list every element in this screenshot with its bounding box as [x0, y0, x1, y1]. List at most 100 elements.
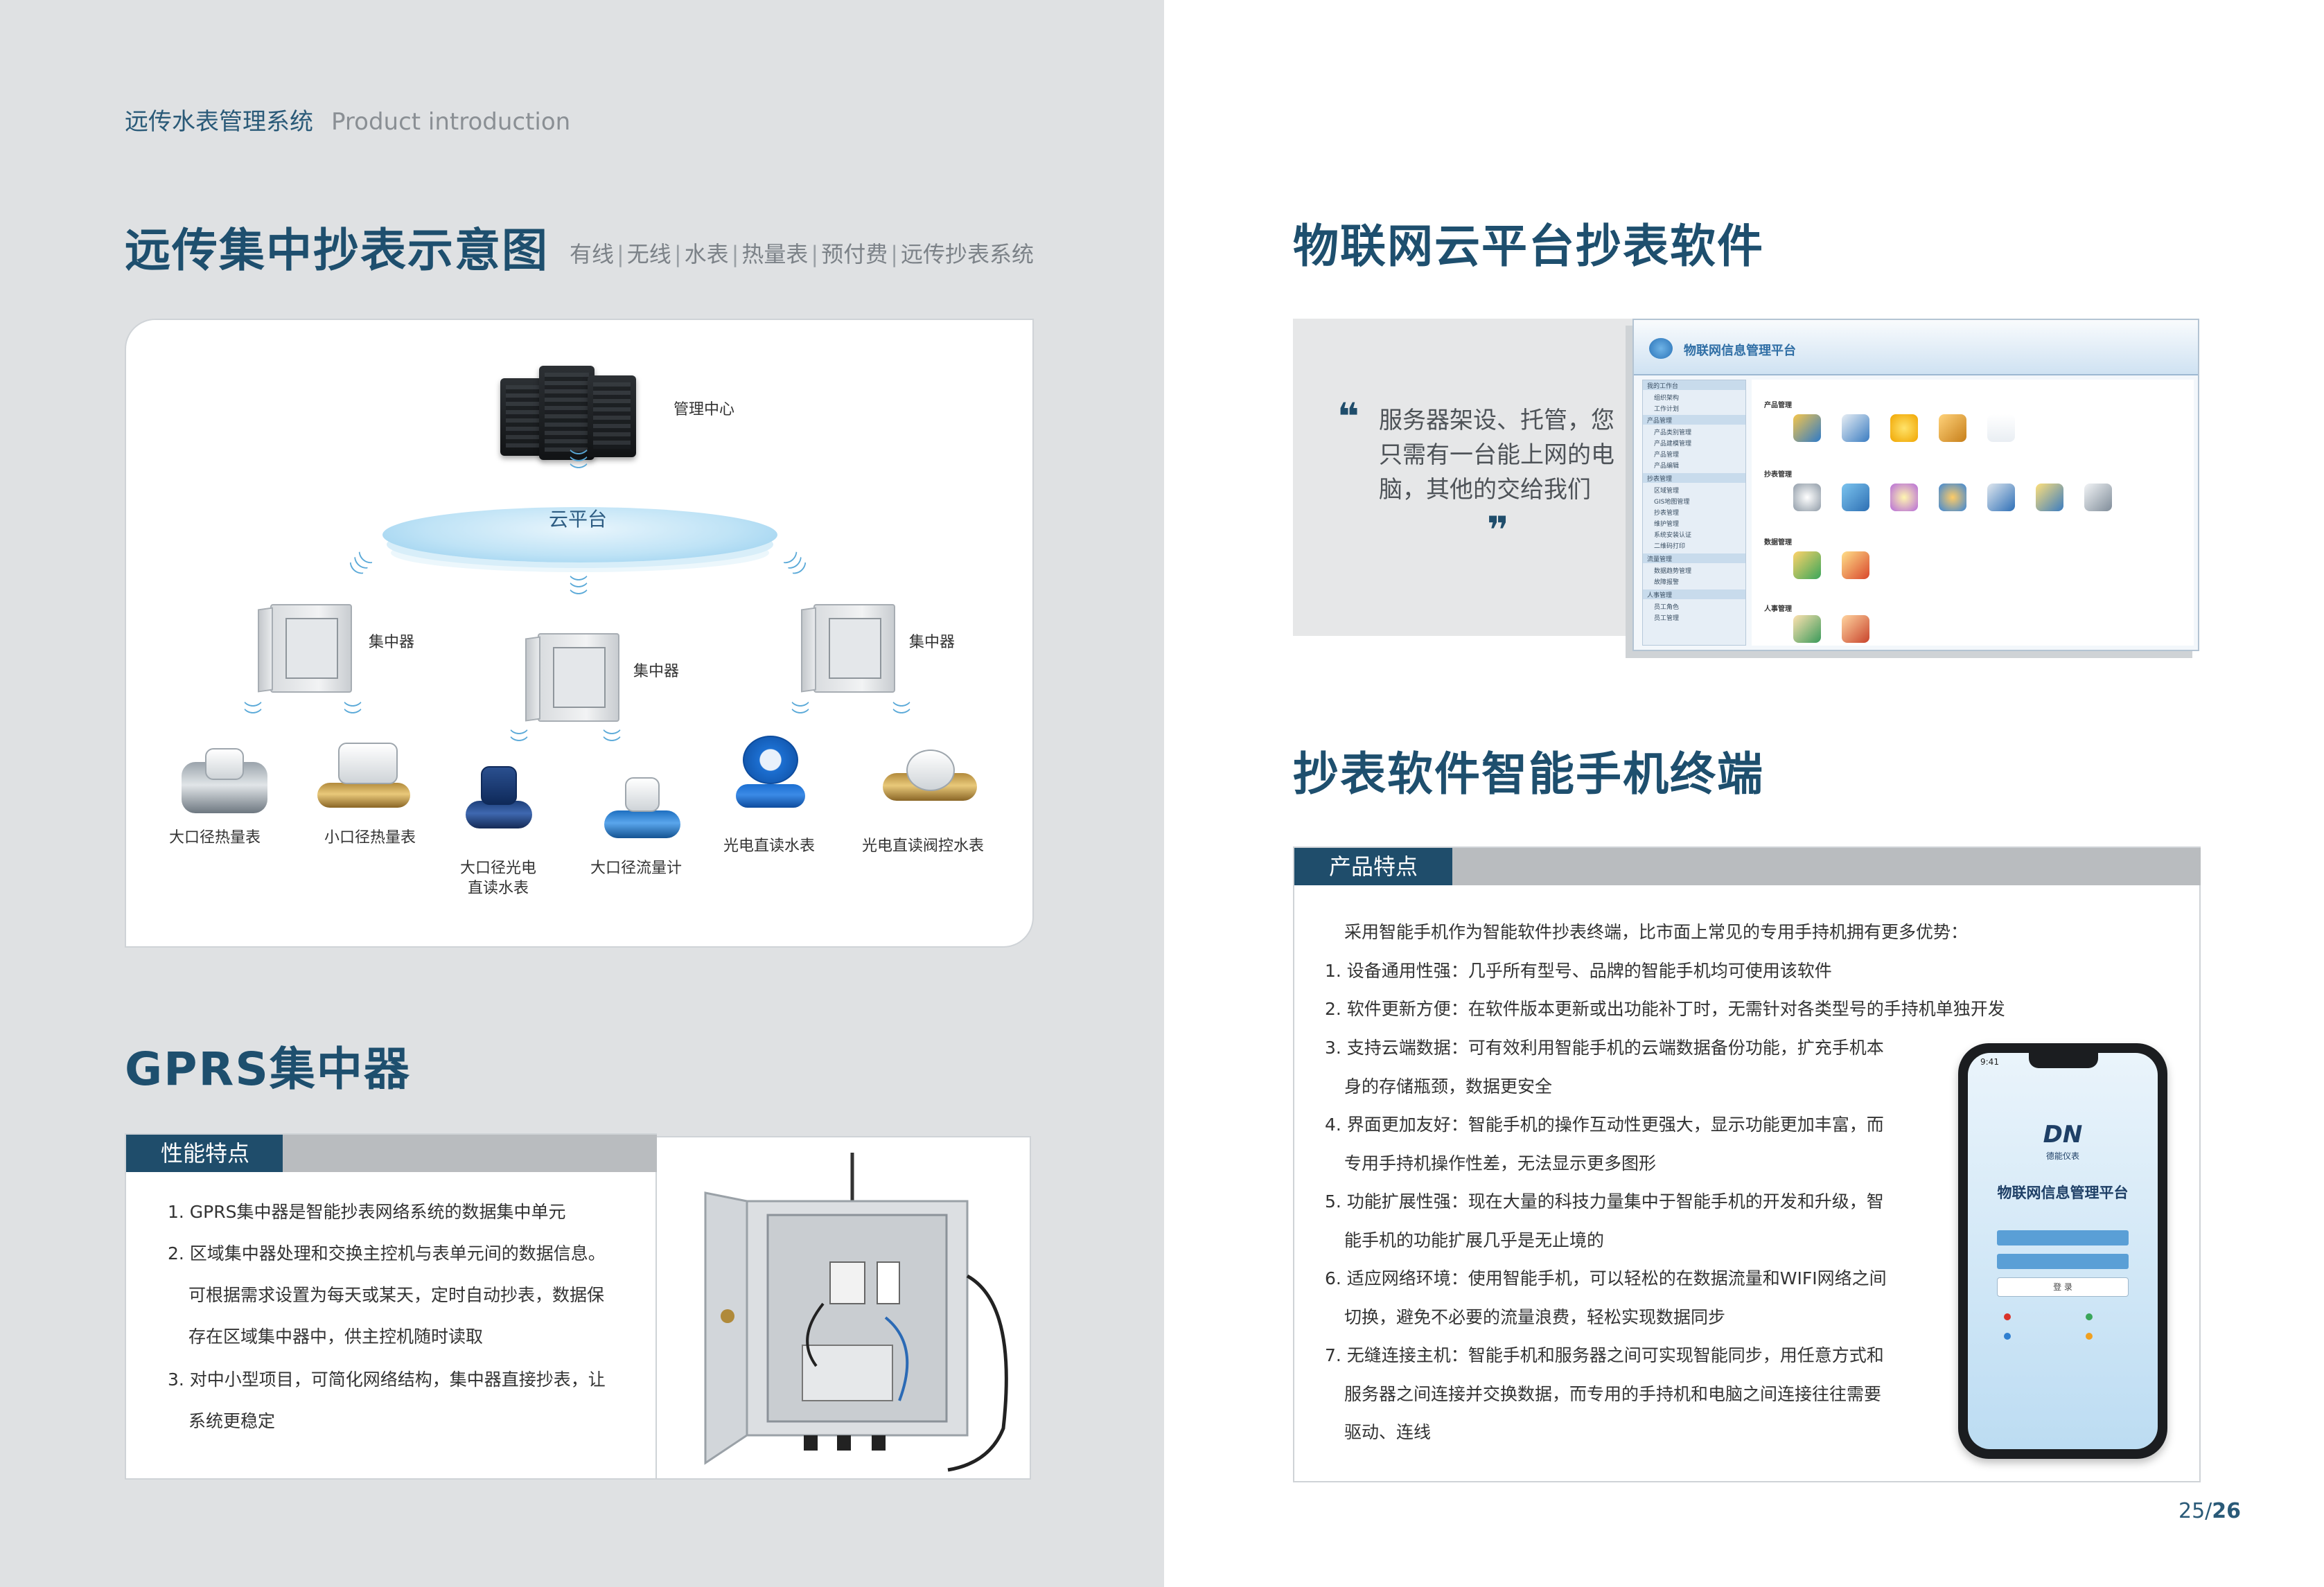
- option-icon[interactable]: [2004, 1333, 2014, 1340]
- gprs-feature-box: 性能特点 1. GPRS集中器是智能抄表网络系统的数据集中单元 2. 区域集中器…: [125, 1133, 657, 1480]
- sidebar-item[interactable]: 员工管理: [1654, 615, 1680, 622]
- label-management-center: 管理中心: [674, 401, 735, 418]
- area-icon[interactable]: [1793, 484, 1821, 511]
- quote-panel: ❝ 服务器架设、托管，您只需有一台能上网的电脑，其他的交给我们 ❞: [1293, 319, 1632, 636]
- list-item: 4. 界面更加友好：智能手机的操作互动性更强大，显示功能更加丰富，而: [1325, 1115, 1884, 1135]
- quote-open-icon: ❝: [1337, 395, 1359, 438]
- label-cloud: 云平台: [549, 508, 608, 531]
- sidebar-item[interactable]: 抄表管理: [1654, 510, 1680, 517]
- sidebar-item[interactable]: 产品类别管理: [1654, 429, 1692, 436]
- phone-status-time: 9:41: [1980, 1057, 1999, 1067]
- data-trend-icon[interactable]: [1793, 551, 1821, 579]
- list-item: 可根据需求设置为每天或某天，定时自动抄表，数据保: [188, 1285, 605, 1305]
- signal-icon: ︶︶︶: [570, 449, 588, 484]
- concentrator-icon: [801, 604, 895, 693]
- tag: 热量表: [741, 241, 809, 267]
- option-icon[interactable]: [2086, 1313, 2095, 1320]
- sidebar-item[interactable]: 工作计划: [1654, 406, 1680, 413]
- product-class-icon[interactable]: [1793, 414, 1821, 442]
- list-item: 2. 软件更新方便：在软件版本更新或出功能补丁时，无需针对各类型号的手持机单独开…: [1325, 999, 2005, 1019]
- cloud-platform-icon: [382, 507, 777, 562]
- meter-reading-icon[interactable]: [1890, 484, 1918, 511]
- username-input[interactable]: [1997, 1230, 2129, 1245]
- sidebar-item[interactable]: 人事管理: [1647, 592, 1673, 599]
- diagram-heading: 远传集中抄表示意图: [125, 224, 549, 277]
- sidebar-item[interactable]: 产品管理: [1647, 418, 1673, 425]
- sidebar-item[interactable]: 系统安装认证: [1654, 532, 1692, 539]
- certificate-icon[interactable]: [2036, 484, 2063, 511]
- signal-icon: ︶︶: [344, 701, 362, 729]
- sidebar-item[interactable]: 产品管理: [1654, 452, 1680, 459]
- install-icon[interactable]: [1987, 484, 2015, 511]
- group-title: 产品管理: [1764, 402, 1792, 409]
- label-concentrator: 集中器: [369, 634, 415, 651]
- list-item: 2. 区域集中器处理和交换主控机与表单元间的数据信息。: [168, 1243, 606, 1264]
- screen-main: 产品管理 抄表管理 数据管理 人事管理: [1752, 380, 2194, 646]
- sidebar-item[interactable]: GIS地图管理: [1654, 499, 1690, 506]
- group-title: 抄表管理: [1764, 471, 1792, 479]
- software-screenshot: 物联网信息管理平台 我的工作台 组织架构 工作计划 产品管理 产品类别管理 产品…: [1632, 319, 2199, 651]
- quote-text: 服务器架设、托管，您只需有一台能上网的电脑，其他的交给我们: [1379, 407, 1614, 504]
- sidebar-item[interactable]: 抄表管理: [1647, 476, 1673, 483]
- list-item: 服务器之间连接并交换数据，而专用的手持机和电脑之间连接往往需要: [1344, 1384, 1882, 1404]
- sidebar-item[interactable]: 产品编辑: [1654, 463, 1680, 470]
- network-diagram: 管理中心 ︶︶︶ 云平台 ︶︶︶ ︶︶︶ ︶︶︶ 集中器 集中器 集中器 ︶︶ …: [125, 319, 1034, 948]
- employee-manage-icon[interactable]: [1842, 615, 1869, 643]
- app-logo-icon: [1649, 338, 1673, 359]
- group-title: 人事管理: [1764, 605, 1792, 613]
- signal-icon: ︶︶: [791, 701, 810, 729]
- screen-sidebar: 我的工作台 组织架构 工作计划 产品管理 产品类别管理 产品建模管理 产品管理 …: [1642, 380, 1746, 646]
- list-item: 6. 适应网络环境：使用智能手机，可以轻松的在数据流量和WIFI网络之间: [1325, 1268, 1887, 1288]
- login-button[interactable]: 登 录: [1997, 1277, 2129, 1297]
- concentrator-icon: [258, 604, 352, 693]
- tag: 无线: [626, 241, 671, 267]
- sidebar-item[interactable]: 维护管理: [1654, 521, 1680, 528]
- maintenance-icon[interactable]: [1939, 484, 1966, 511]
- gprs-tab: 性能特点: [126, 1135, 283, 1172]
- brand-name: 德能仪表: [2045, 1151, 2079, 1161]
- sidebar-item[interactable]: 产品建模管理: [1654, 441, 1692, 447]
- phone-terminal-heading: 抄表软件智能手机终端: [1293, 747, 1764, 801]
- employee-role-icon[interactable]: [1793, 615, 1821, 643]
- alarm-icon[interactable]: [1842, 551, 1869, 579]
- concentrator-cabinet-icon: [704, 1153, 1008, 1472]
- sidebar-item[interactable]: 我的工作台: [1647, 383, 1679, 390]
- list-item: 存在区域集中器中，供主控机随时读取: [188, 1327, 484, 1347]
- list-item: 专用手持机操作性差，无法显示更多图形: [1344, 1153, 1657, 1173]
- product-model-icon[interactable]: [1842, 414, 1869, 442]
- sidebar-item[interactable]: 员工角色: [1654, 604, 1680, 611]
- sidebar-item[interactable]: 二维码打印: [1654, 543, 1686, 550]
- password-input[interactable]: [1997, 1254, 2129, 1269]
- screen-title: 物联网信息管理平台: [1684, 344, 1796, 358]
- sidebar-item[interactable]: 组织架构: [1654, 395, 1680, 402]
- signal-icon: ︶︶︶: [570, 575, 588, 610]
- tag: 预付费: [821, 241, 888, 267]
- list-item: 7. 无缝连接主机：智能手机和服务器之间可实现智能同步，用任意方式和: [1325, 1345, 1884, 1365]
- tag: 远传抄表系统: [900, 241, 1034, 267]
- label-meter: 光电直读水表: [723, 837, 816, 855]
- signal-icon: ︶︶︶: [782, 550, 819, 589]
- diagram-tags: 有线|无线|水表|热量表|预付费|远传抄表系统: [570, 241, 1034, 267]
- label-concentrator: 集中器: [909, 634, 956, 651]
- phone-tab: 产品特点: [1294, 848, 1452, 885]
- gis-map-icon[interactable]: [1842, 484, 1869, 511]
- sidebar-item[interactable]: 区域管理: [1654, 488, 1680, 495]
- list-item: 身的存储瓶颈，数据更安全: [1344, 1076, 1553, 1097]
- qrcode-print-icon[interactable]: [2084, 484, 2112, 511]
- sidebar-item[interactable]: 故障报警: [1654, 579, 1680, 586]
- sidebar-item[interactable]: 流量管理: [1647, 556, 1673, 563]
- product-edit-icon[interactable]: [1939, 414, 1966, 442]
- option-icon[interactable]: [2086, 1333, 2095, 1340]
- product-manage-icon[interactable]: [1890, 414, 1918, 442]
- product-stats-icon[interactable]: [1987, 414, 2015, 442]
- list-item: 1. 设备通用性强：几乎所有型号、品牌的智能手机均可使用该软件: [1325, 961, 1832, 981]
- signal-icon: ︶︶: [892, 701, 911, 729]
- concentrator-photo: [657, 1136, 1031, 1480]
- brand-logo: DN: [2043, 1121, 2083, 1149]
- sidebar-item[interactable]: 数据趋势管理: [1654, 568, 1692, 575]
- list-item: 3. 支持云端数据：可有效利用智能手机的云端数据备份功能，扩充手机本: [1325, 1038, 1884, 1058]
- option-icon[interactable]: [2004, 1313, 2014, 1320]
- concentrator-icon: [525, 633, 619, 722]
- list-item: 5. 功能扩展性强：现在大量的科技力量集中于智能手机的开发和升级，智: [1325, 1191, 1884, 1212]
